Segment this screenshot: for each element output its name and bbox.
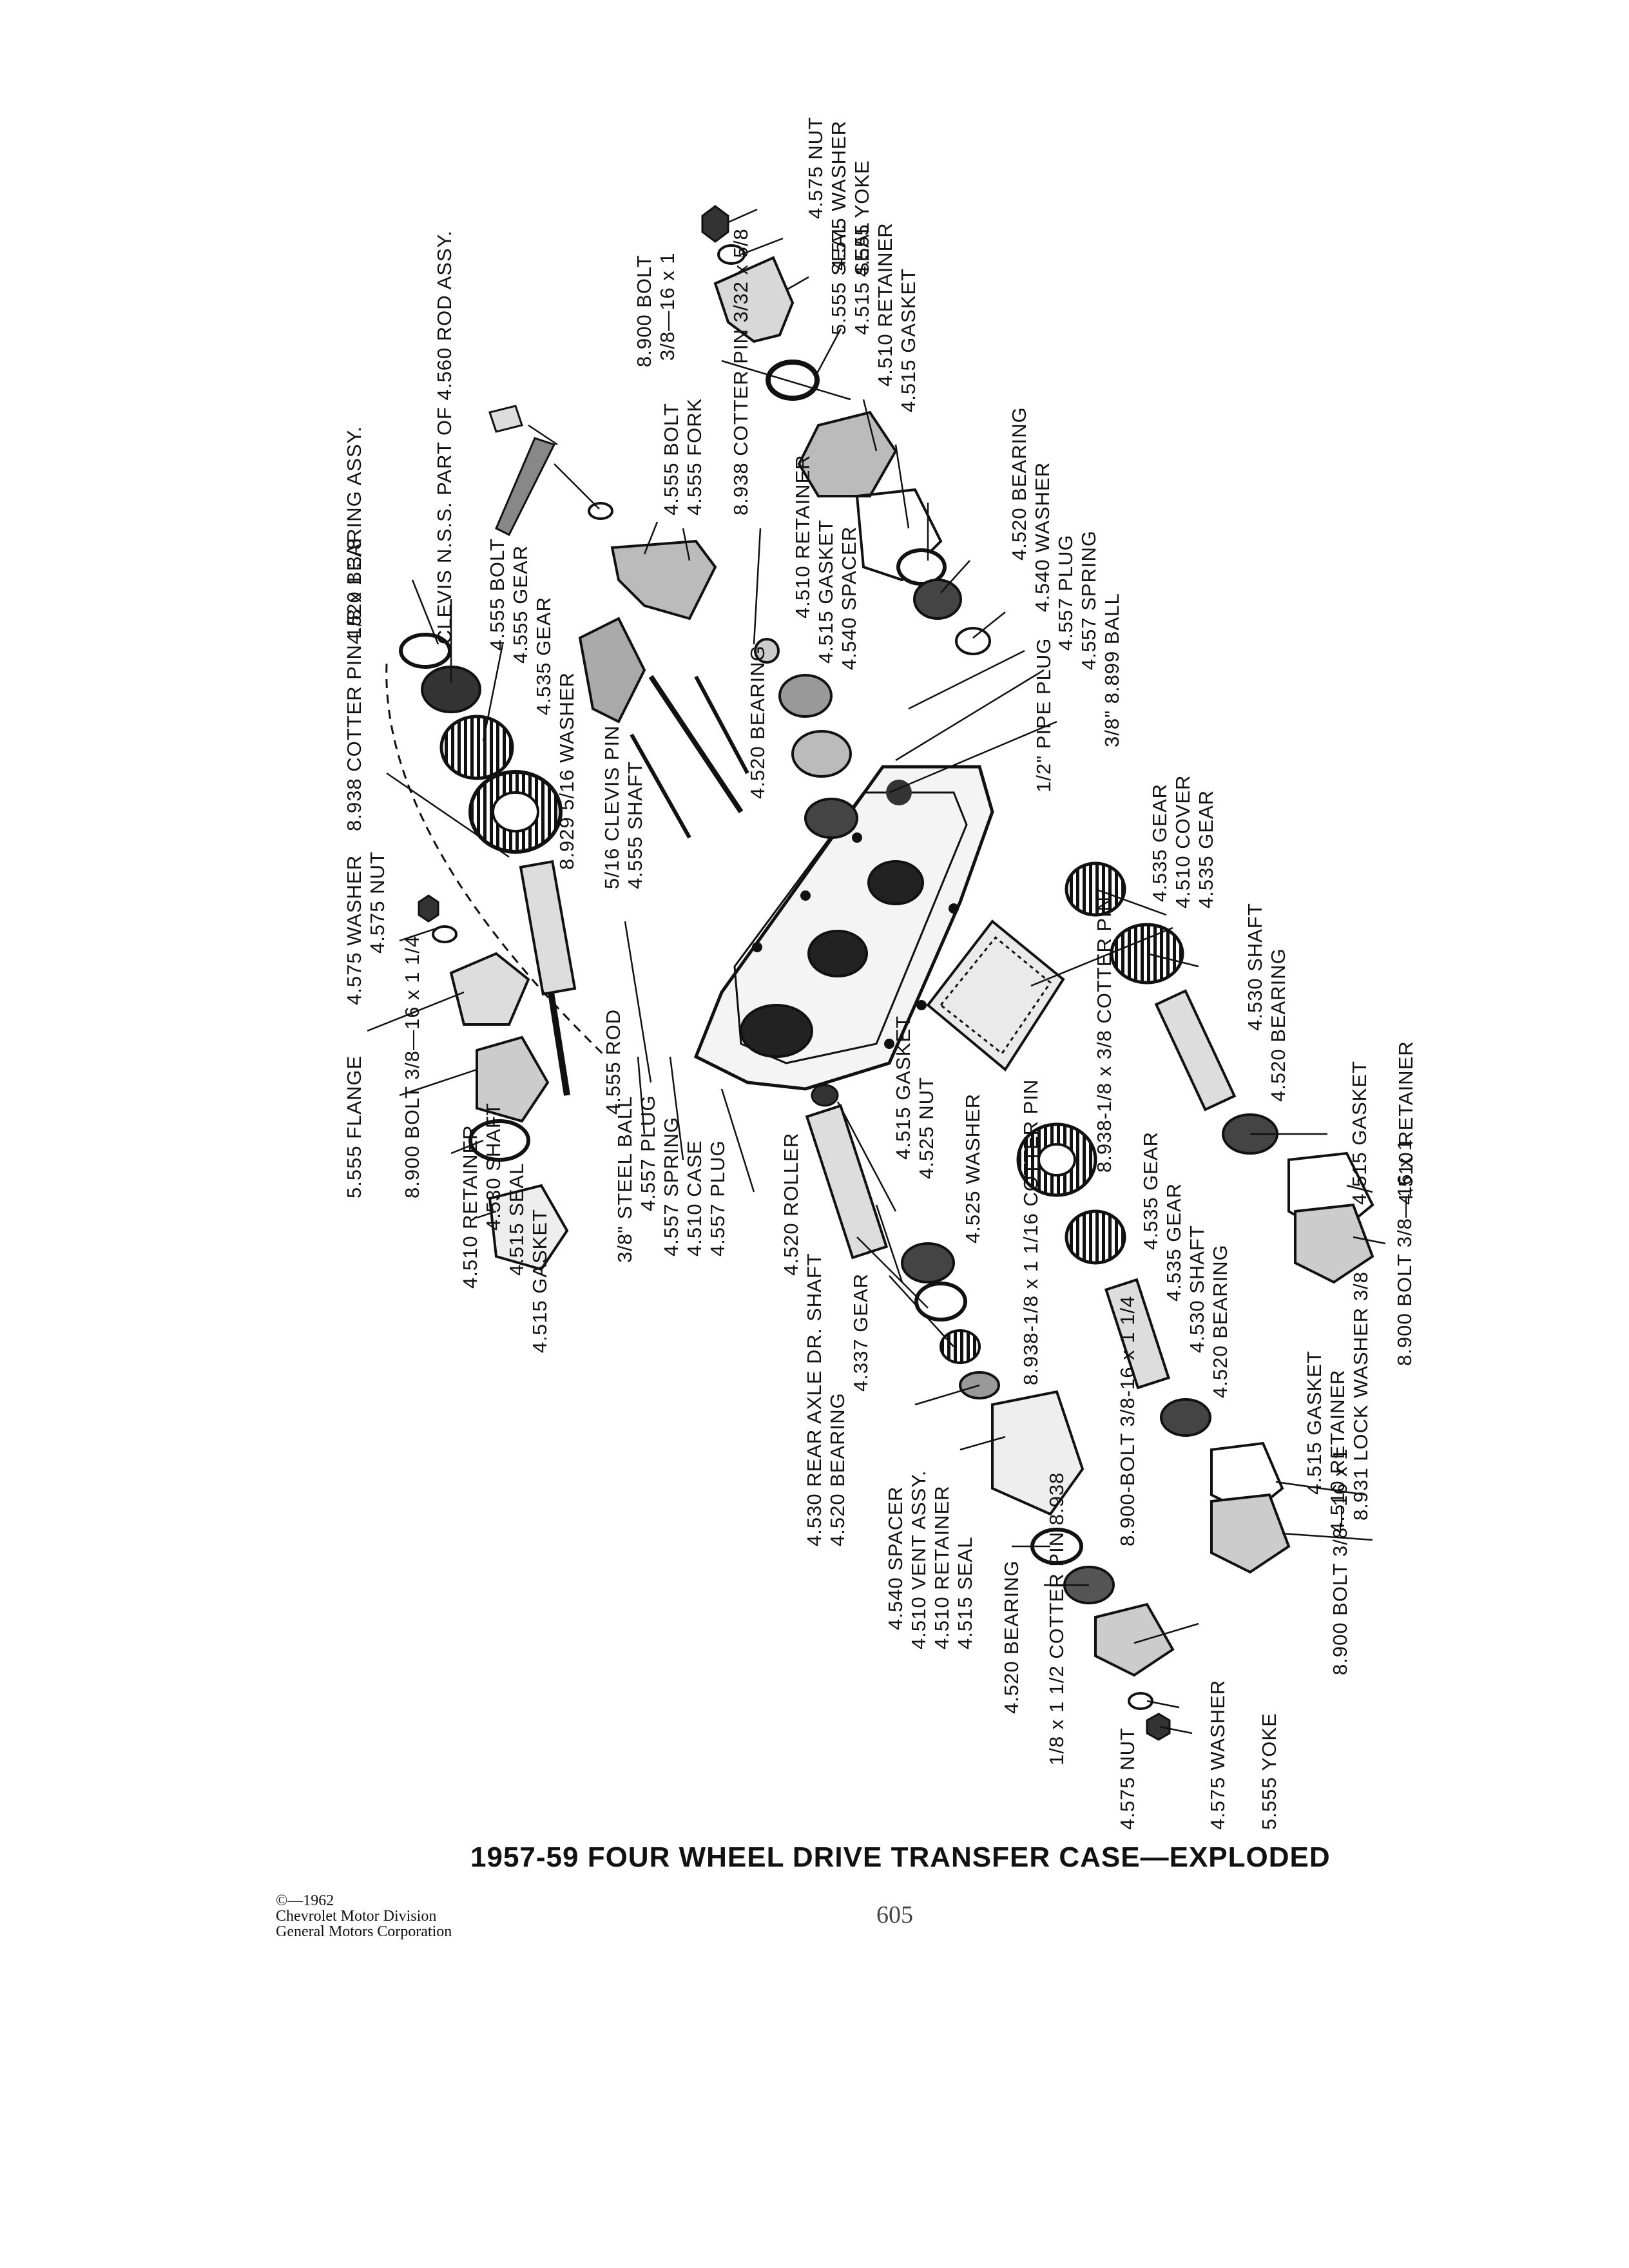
copyright-year: ©—1962 <box>276 1892 334 1909</box>
copyright-corporation: General Motors Corporation <box>276 1923 452 1940</box>
part-labels: 4.575 NUT 4.575 WASHER 4.555 YOKE 5.555 … <box>343 117 1417 1830</box>
label-4510-retainer-right: 4.510 RETAINER <box>1394 1041 1417 1205</box>
label-4557-plug-right: 4.557 PLUG <box>1054 534 1077 651</box>
label-4540-spacer: 4.540 SPACER <box>838 526 860 670</box>
label-4520-roller: 4.520 ROLLER <box>780 1133 802 1276</box>
label-4540-washer-right: 4.540 WASHER <box>1031 462 1054 612</box>
label-4575-washer-bottom: 4.575 WASHER <box>1206 1680 1229 1830</box>
label-4515-gasket-right: 4.515 GASKET <box>1348 1061 1371 1205</box>
leader-lines <box>367 208 1386 1735</box>
label-pipe-plug: 1/2" PIPE PLUG <box>1032 638 1055 793</box>
label-4555-rod: 4.555 ROD <box>602 1009 624 1115</box>
label-4540-spacer-lower: 4.540 SPACER <box>884 1486 907 1630</box>
label-4535-gear-left: 4.535 GEAR <box>532 597 555 715</box>
label-8938-cotter-top: 8.938 COTTER PIN 3/32 x 5/8 <box>729 228 752 515</box>
copyright-block: ©—1962 Chevrolet Motor Division General … <box>276 1893 452 1939</box>
label-8900-bolt-top: 8.900 BOLT <box>633 255 655 367</box>
label-8900-bolt-left: 8.900 BOLT 3/8—16 x 1 1/4 <box>401 936 423 1198</box>
label-4520-bearing-assy: 4.520 BEARING ASSY. <box>343 426 365 644</box>
label-4510-vent-assy: 4.510 VENT ASSY. <box>907 1470 930 1649</box>
right-gear-stack <box>1065 861 1374 1284</box>
label-4510-cover: 4.510 COVER <box>1171 775 1194 908</box>
label-4510-retainer-lower: 4.510 RETAINER <box>930 1485 953 1649</box>
label-4515-seal-top: 4.515 SEAL <box>851 222 873 335</box>
label-4510-retainer-lower-right: 4.510 RETAINER <box>1326 1369 1349 1533</box>
case-cover <box>926 919 1065 1072</box>
label-4575-washer-top: 4.575 WASHER <box>827 120 850 271</box>
label-8900-bolt-lower: 8.900-BOLT 3/8-16 x 1 1/4 <box>1116 1296 1139 1546</box>
label-8929-washer: 8.929 5/16 WASHER <box>555 672 578 870</box>
label-4555-shaft: 4.555 SHAFT <box>624 761 646 889</box>
label-8899-ball: 3/8" 8.899 BALL <box>1101 593 1123 747</box>
label-4535-gear-lower: 4.535 GEAR <box>1162 1183 1185 1302</box>
label-4530-shaft-right: 4.530 SHAFT <box>1244 903 1266 1031</box>
label-4520-bearing-bottom: 4.520 BEARING <box>1000 1560 1023 1714</box>
label-8931-lock-washer: 8.931 LOCK WASHER 3/8 <box>1349 1271 1372 1521</box>
input-shaft-stack <box>385 633 607 1271</box>
label-bolt-size-top: 3/8—16 x 1 <box>656 252 679 361</box>
label-4575-nut-left: 4.575 NUT <box>366 851 389 954</box>
label-4515-gasket-top: 4.515 GASKET <box>897 268 920 412</box>
label-4575-washer-left: 4.575 WASHER <box>343 855 365 1005</box>
label-4557-plug-b: 4.557 PLUG <box>706 1140 729 1256</box>
label-4510-retainer-left: 4.510 RETAINER <box>459 1124 481 1289</box>
label-4530-shaft-lower: 4.530 SHAFT <box>1186 1225 1208 1353</box>
label-4515-gasket-lower: 4.515 GASKET <box>1303 1350 1325 1495</box>
label-4510-retainer-top: 4.510 RETAINER <box>874 222 896 387</box>
label-4535-gear-right1: 4.535 GEAR <box>1148 783 1171 902</box>
label-clevis-nss: CLEVIS N.S.S. PART OF 4.560 ROD ASSY. <box>433 230 456 644</box>
label-5555-seal: 5.555 SEAL <box>827 222 850 335</box>
label-4510-retainer-mid: 4.510 RETAINER <box>791 454 814 619</box>
label-4557-spring-right: 4.557 SPRING <box>1077 530 1100 670</box>
label-4530-shaft-left: 4.530 SHAFT <box>482 1102 505 1231</box>
label-4515-gasket-mid: 4.515 GASKET <box>815 519 837 664</box>
label-4520-bearing-lower: 4.520 BEARING <box>826 1392 849 1546</box>
label-5555-flange: 5.555 FLANGE <box>343 1055 365 1198</box>
label-8938-cotter-center: 8.938-1/8 x 3/8 COTTER PIN <box>1093 896 1115 1173</box>
label-4555-bolt-left: 4.555 BOLT <box>486 538 508 651</box>
copyright-division: Chevrolet Motor Division <box>276 1908 437 1925</box>
label-4520-bearing-right: 4.520 BEARING <box>1008 407 1030 561</box>
label-4337-gear: 4.337 GEAR <box>849 1273 872 1392</box>
label-8938-cotter-lower: 8.938-1/8 x 1 1/16 COTTER PIN <box>1019 1079 1042 1385</box>
label-4575-nut-top: 4.575 NUT <box>804 117 827 219</box>
label-4555-yoke-top: 4.555 YOKE <box>851 160 873 277</box>
label-4520-bearing-lower-right: 4.520 BEARING <box>1209 1244 1231 1398</box>
label-8938-cotter-bottom: 1/8 x 1 1/2 COTTER PIN 8.938 <box>1045 1472 1068 1765</box>
label-steel-ball: 3/8" STEEL BALL <box>613 1096 636 1263</box>
label-8938-cotter-left: 8.938 COTTER PIN 1/8 x 1 3/8 <box>343 538 365 831</box>
label-4530-rear-axle-shaft: 4.530 REAR AXLE DR. SHAFT <box>803 1253 825 1546</box>
label-4555-gear-left: 4.555 GEAR <box>509 545 532 664</box>
front-output-stack <box>701 205 991 655</box>
label-4520-bearing-mid: 4.520 BEARING <box>746 645 769 799</box>
label-4557-plug-a: 4.557 PLUG <box>637 1095 659 1211</box>
label-8900-bolt-right: 8.900 BOLT 3/8—16 x 1 <box>1393 1139 1416 1366</box>
center-gear-stack <box>1016 1122 1291 1574</box>
label-4515-seal-lower: 4.515 SEAL <box>954 1537 976 1649</box>
label-4515-gasket-left: 4.515 GASKET <box>528 1209 551 1353</box>
label-4575-nut-bottom: 4.575 NUT <box>1116 1727 1139 1830</box>
label-8900-bolt-bottom: 8.900 BOLT 3/8—16 x 1 <box>1329 1448 1351 1675</box>
diagram-title: 1957-59 FOUR WHEEL DRIVE TRANSFER CASE—E… <box>470 1841 1331 1873</box>
label-4525-nut: 4.525 NUT <box>915 1077 938 1179</box>
label-4535-gear-right2: 4.535 GEAR <box>1195 790 1217 908</box>
label-5555-yoke-bottom: 5.555 YOKE <box>1258 1713 1280 1830</box>
label-clevis-pin: 5/16 CLEVIS PIN <box>601 725 623 889</box>
page-number: 605 <box>876 1901 913 1928</box>
label-4555-bolt-fork: 4.555 BOLT <box>660 403 682 515</box>
label-4535-gear-center: 4.535 GEAR <box>1139 1131 1162 1250</box>
label-4515-seal-left: 4.515 SEAL <box>505 1163 528 1276</box>
label-4525-washer: 4.525 WASHER <box>961 1093 984 1244</box>
label-4510-case: 4.510 CASE <box>683 1140 706 1256</box>
label-4557-spring: 4.557 SPRING <box>660 1117 682 1256</box>
label-4555-fork: 4.555 FORK <box>683 398 706 515</box>
label-4515-gasket-cover: 4.515 GASKET <box>892 1015 914 1160</box>
label-4520-bearing-right2: 4.520 BEARING <box>1267 948 1289 1102</box>
